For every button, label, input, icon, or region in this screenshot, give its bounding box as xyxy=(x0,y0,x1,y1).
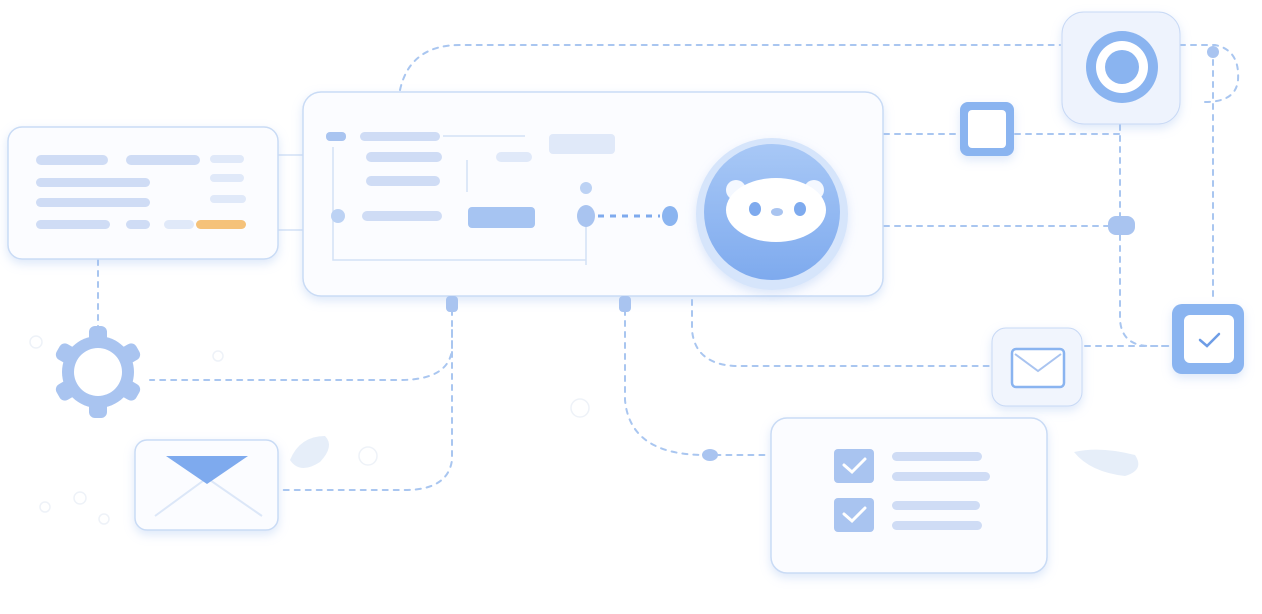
form-card xyxy=(7,126,279,260)
highlight-field xyxy=(196,220,246,229)
chatbot-bear-icon xyxy=(696,138,848,290)
action-block xyxy=(468,207,535,228)
envelope-card xyxy=(134,439,279,531)
checklist-card xyxy=(770,417,1048,574)
square-node-icon xyxy=(960,102,1014,156)
main-panel xyxy=(302,91,884,297)
connector-lines xyxy=(97,44,1240,491)
target-app-icon xyxy=(1061,11,1181,125)
gear-icon xyxy=(55,326,141,418)
mail-icon xyxy=(991,327,1083,407)
checkbox-icon xyxy=(1172,304,1244,374)
decorative-shapes xyxy=(29,335,1139,525)
